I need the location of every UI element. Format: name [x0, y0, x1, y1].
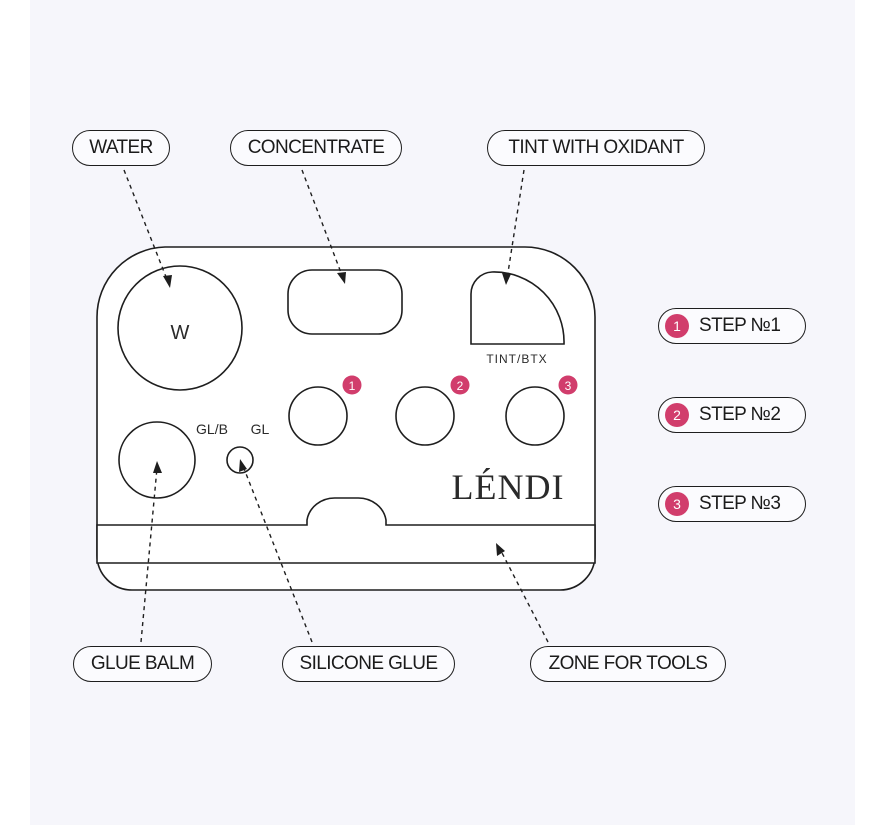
arrow-glue-balm: [153, 461, 162, 473]
label-glue-balm: GLUE BALM: [73, 646, 212, 682]
step-well-1: [288, 386, 348, 446]
arrow-tint: [502, 273, 511, 285]
legend-badge-2: 2: [665, 403, 689, 427]
brand-logo: LÉNDI: [452, 467, 565, 507]
step-well-2: [395, 386, 455, 446]
label-tint-with-oxidant: TINT WITH OXIDANT: [487, 130, 705, 166]
legend-label-1: STEP №1: [699, 315, 781, 336]
svg-text:1: 1: [349, 379, 356, 393]
step-badge-3: 3: [558, 375, 578, 395]
tint-caption: TINT/BTX: [486, 352, 547, 366]
leader-glue-balm: [140, 467, 158, 643]
glue-balm-mark: GL/B: [196, 421, 228, 437]
concentrate-well: [287, 269, 403, 335]
water-well-mark: W: [171, 322, 190, 344]
step-well-3: [505, 386, 565, 446]
label-silicone-glue: SILICONE GLUE: [282, 646, 455, 682]
svg-text:2: 2: [457, 379, 464, 393]
legend-step-1: 1 STEP №1: [658, 308, 806, 344]
step-badge-1: 1: [342, 375, 362, 395]
legend-step-2: 2 STEP №2: [658, 397, 806, 433]
svg-text:3: 3: [565, 379, 572, 393]
arrow-tools: [496, 543, 505, 556]
legend-badge-3: 3: [665, 492, 689, 516]
label-water: WATER: [72, 130, 170, 166]
step-badge-2: 2: [450, 375, 470, 395]
arrow-silicone: [239, 459, 247, 472]
legend-label-3: STEP №3: [699, 493, 781, 514]
glue-balm-well: [118, 421, 196, 499]
leader-concentrate: [301, 169, 344, 279]
arrow-water: [163, 275, 172, 288]
arrow-concentrate: [337, 272, 346, 284]
tint-well: [470, 271, 565, 345]
legend-badge-1: 1: [665, 314, 689, 338]
legend-step-3: 3 STEP №3: [658, 486, 806, 522]
label-zone-for-tools: ZONE FOR TOOLS: [530, 646, 726, 682]
tool-zone: [96, 497, 596, 564]
leader-tools: [499, 548, 549, 643]
label-concentrate: CONCENTRATE: [230, 130, 402, 166]
silicone-mark: GL: [251, 421, 270, 437]
legend-label-2: STEP №2: [699, 404, 781, 425]
water-well: [117, 265, 243, 391]
leader-tint: [506, 169, 525, 280]
